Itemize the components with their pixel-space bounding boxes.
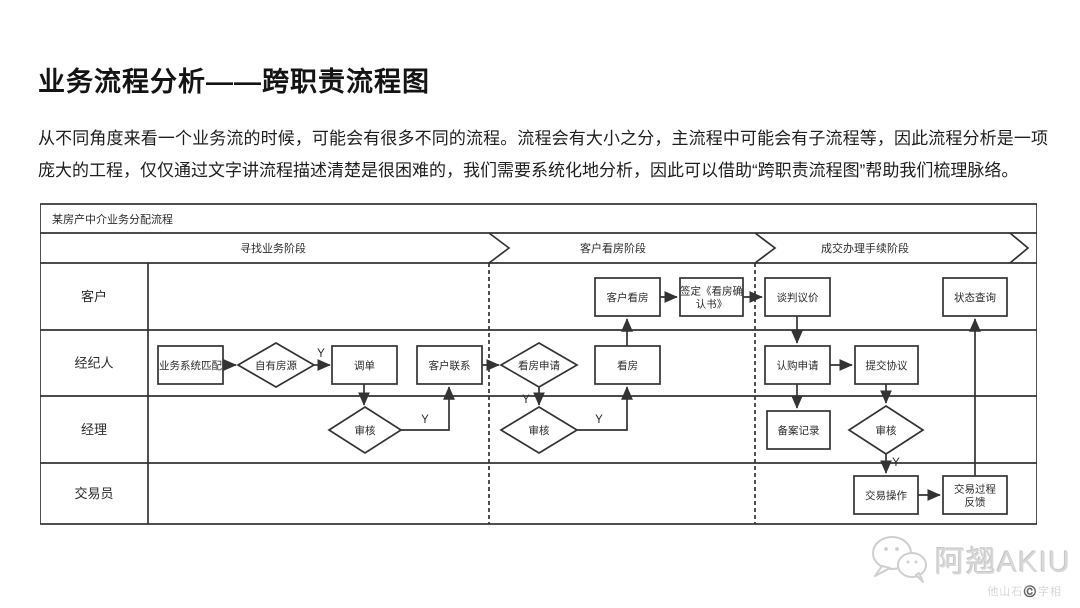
edge-label-y: Y [595, 414, 603, 426]
node-label: 状态查询 [954, 291, 996, 304]
description-text: 从不同角度来看一个业务流的时候，可能会有很多不同的流程。流程会有大小之分，主流程… [38, 129, 1048, 180]
phase-chevron [1009, 232, 1030, 264]
edge-label-y: Y [421, 414, 429, 426]
watermark-credit: 他山石©️字相 [987, 586, 1062, 598]
node-review-1: 审核 [327, 405, 403, 455]
watermark-brand: 阿翘AKIU [935, 546, 1072, 579]
node-own-listing: 自有房源 [236, 342, 316, 388]
node-label: 业务系统匹配 [159, 359, 222, 372]
edge-label-y: Y [892, 457, 900, 469]
node-label: 看房申请 [518, 359, 560, 372]
node-label: 客户看房 [607, 291, 649, 304]
node-viewing: 看房 [594, 345, 661, 385]
node-client-viewing: 客户看房 [594, 277, 661, 317]
node-label: 认书》 [696, 298, 728, 311]
flow-edge [577, 386, 633, 431]
node-label: 审核 [355, 424, 376, 437]
node-review-3: 审核 [847, 404, 925, 456]
node-trade-operation: 交易操作 [853, 475, 919, 515]
node-label: 提交协议 [866, 359, 908, 372]
node-review-2: 审核 [499, 406, 579, 454]
node-viewing-request: 看房申请 [499, 342, 579, 388]
node-label: 客户联系 [429, 359, 471, 372]
node-label: 看房 [617, 359, 638, 372]
watermark: 阿翘AKIU [870, 534, 1071, 584]
phase-chevron [754, 232, 777, 264]
lane-label-2: 经理 [81, 422, 107, 437]
flow-edge [401, 386, 455, 431]
node-label: 认购申请 [777, 359, 819, 372]
node-label: 交易过程 [954, 483, 996, 496]
node-negotiate-price: 谈判议价 [764, 277, 831, 317]
node-filing-record: 备案记录 [766, 410, 831, 450]
node-label: 备案记录 [778, 424, 820, 437]
lane-label-3: 交易员 [74, 486, 113, 501]
node-label: 自有房源 [255, 359, 297, 372]
node-purchase-request: 认购申请 [764, 345, 831, 385]
diagram-title: 某房产中介业务分配流程 [52, 212, 173, 226]
edge-label-y: Y [317, 348, 325, 360]
node-label: 签定《看房确 [680, 285, 743, 298]
node-label: 反馈 [965, 496, 986, 509]
phase-chevron [488, 232, 511, 264]
page-title: 业务流程分析——跨职责流程图 [38, 67, 430, 98]
node-label: 交易操作 [865, 489, 907, 502]
node-label: 谈判议价 [777, 291, 819, 304]
node-biz-match: 业务系统匹配 [157, 345, 224, 385]
phase-label-1: 客户看房阶段 [580, 241, 646, 255]
phase-label-0: 寻找业务阶段 [240, 241, 306, 255]
node-client-contact: 客户联系 [416, 345, 483, 385]
node-submit-agreement: 提交协议 [854, 345, 919, 385]
lane-label-1: 经纪人 [74, 356, 113, 371]
node-label: 审核 [876, 424, 897, 437]
node-label: 调单 [354, 360, 375, 372]
wechat-icon [872, 536, 927, 583]
node-label: 审核 [529, 424, 550, 437]
edge-label-y: Y [522, 394, 530, 406]
phase-label-2: 成交办理手续阶段 [821, 241, 909, 255]
node-transfer-order: 调单 [331, 345, 398, 385]
lane-label-0: 客户 [81, 289, 107, 304]
node-status-query: 状态查询 [942, 277, 1008, 317]
cross-functional-flowchart: 某房产中介业务分配流程客户经纪人经理交易员 寻找业务阶段 客户看房阶段 成交办理手续阶… [39, 203, 1038, 525]
